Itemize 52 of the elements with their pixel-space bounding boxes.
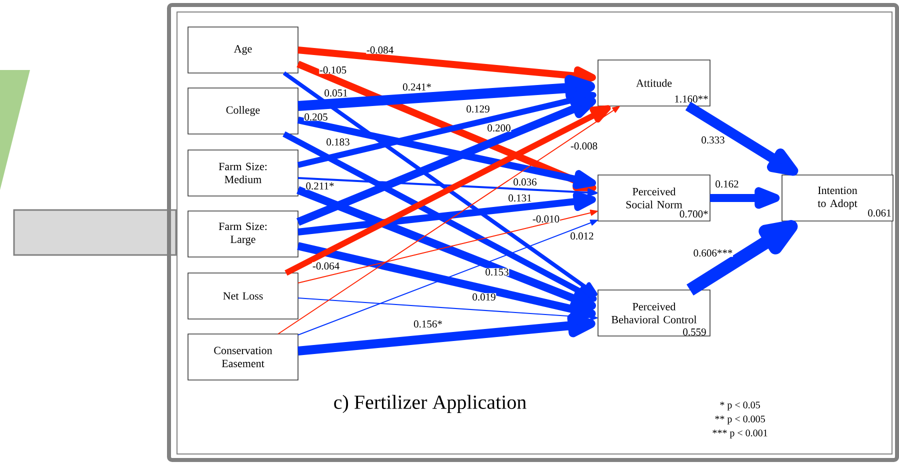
arrow xyxy=(294,97,596,226)
arrow xyxy=(281,131,597,302)
edge-label: 0.019 xyxy=(472,293,496,301)
variable-box: College xyxy=(188,88,298,134)
edge-label: 0.162 xyxy=(714,180,740,188)
edge-label: 0.051 xyxy=(324,89,348,97)
node-value: 0.061 xyxy=(868,209,891,217)
edge-label: 0.129 xyxy=(466,105,490,113)
edge-label: 0.183 xyxy=(326,138,350,146)
arrow xyxy=(282,71,598,296)
significance-note: * p < 0.05 xyxy=(720,402,760,410)
edge-label: 0.153 xyxy=(484,268,510,276)
caption: c) Fertilizer Application xyxy=(334,394,526,414)
arrow xyxy=(683,101,798,176)
edge-label: 0.606*** xyxy=(693,249,733,257)
arrow xyxy=(294,192,596,236)
arrow xyxy=(684,220,798,296)
arrow xyxy=(283,105,611,276)
node-value: 0.700* xyxy=(680,210,708,218)
edge-label: 0.200 xyxy=(486,124,512,132)
arrow xyxy=(295,90,596,168)
node-value: 0.559 xyxy=(683,328,706,336)
edge-label: -0.084 xyxy=(366,46,394,54)
arrow xyxy=(278,106,620,334)
variable-box: Age xyxy=(188,26,298,74)
edge-label: -0.008 xyxy=(570,142,598,150)
edge-label: 0.241* xyxy=(402,83,432,91)
arrow xyxy=(298,210,598,284)
arrow xyxy=(298,298,598,321)
edge-label: 0.156* xyxy=(413,320,443,328)
variable-box: Farm Size: Large xyxy=(188,210,298,258)
node-value: 1.160** xyxy=(675,95,708,103)
edge-label: 0.131 xyxy=(508,194,532,202)
arrow xyxy=(297,177,598,197)
arrow xyxy=(294,60,596,192)
edge-label: 0.036 xyxy=(512,178,538,186)
edge-label: -0.105 xyxy=(319,66,347,74)
edge-label: 0.205 xyxy=(304,113,328,121)
edge-label: 0.333 xyxy=(700,136,726,144)
variable-box: Farm Size: Medium xyxy=(188,150,298,196)
arrow xyxy=(294,242,596,320)
variable-box: Net Loss xyxy=(188,272,298,320)
arrow xyxy=(298,220,598,336)
edge-label: 0.211* xyxy=(305,182,335,190)
arrow xyxy=(294,186,596,310)
variable-box: Conservation Easement xyxy=(188,334,298,380)
arrow xyxy=(294,116,596,190)
edge-label: -0.064 xyxy=(312,262,340,270)
significance-note: *** p < 0.001 xyxy=(712,430,768,438)
significance-note: ** p < 0.005 xyxy=(715,416,765,424)
edge-label: -0.010 xyxy=(532,215,560,223)
edge-label: 0.012 xyxy=(570,232,594,240)
